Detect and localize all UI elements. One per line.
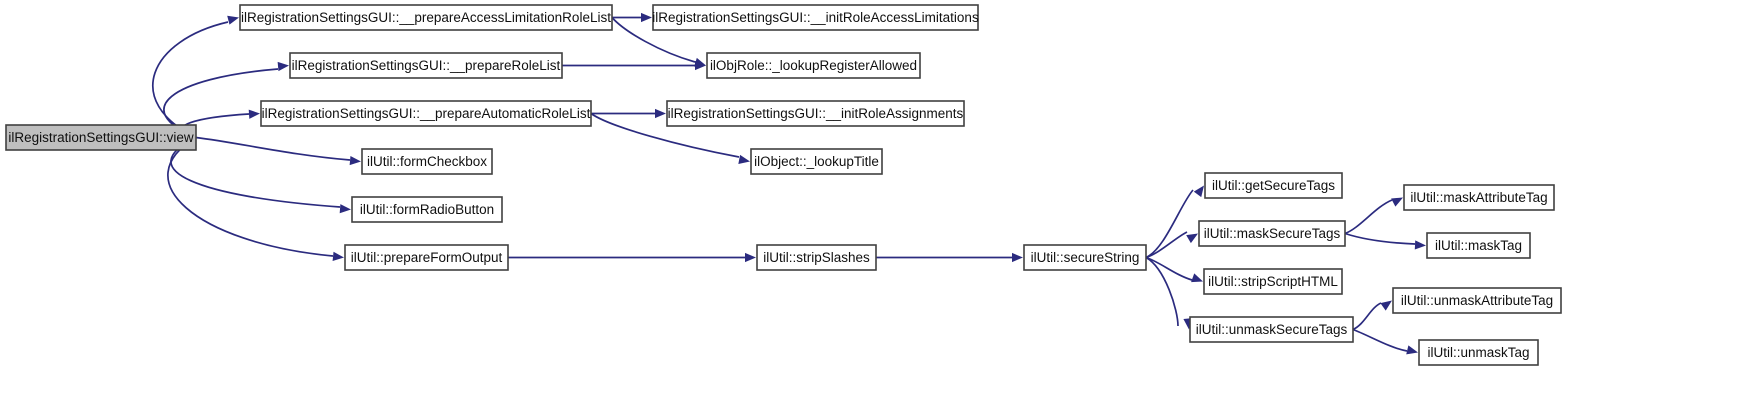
node-box[interactable]	[260, 100, 592, 127]
node-box[interactable]	[666, 100, 965, 127]
node-label: ilObjRole::_lookupRegisterAllowed	[710, 58, 917, 73]
call-edge	[1344, 197, 1403, 235]
node-box[interactable]	[1189, 316, 1354, 343]
graph-node-unmaskTag[interactable]: ilUtil::unmaskTag	[1418, 339, 1539, 366]
node-label: ilRegistrationSettingsGUI::__prepareAuto…	[262, 106, 591, 121]
node-label: ilUtil::formCheckbox	[367, 154, 487, 169]
graph-node-prepareRoleList[interactable]: ilRegistrationSettingsGUI::__prepareRole…	[289, 52, 563, 79]
edge-layer	[152, 12, 1426, 355]
graph-node-maskTag[interactable]: ilUtil::maskTag	[1426, 232, 1531, 259]
node-label: ilRegistrationSettingsGUI::__initRoleAcc…	[652, 10, 979, 25]
graph-node-maskSecureTags[interactable]: ilUtil::maskSecureTags	[1198, 220, 1346, 247]
call-edge	[170, 136, 351, 214]
node-label: ilUtil::maskTag	[1435, 238, 1522, 253]
node-box[interactable]	[1203, 268, 1343, 295]
graph-node-secureString[interactable]: ilUtil::secureString	[1023, 244, 1147, 271]
call-edge	[195, 136, 361, 166]
graph-node-formRadioButton[interactable]: ilUtil::formRadioButton	[351, 196, 503, 223]
call-edge	[1344, 232, 1426, 250]
graph-node-lookupRegisterAllowed[interactable]: ilObjRole::_lookupRegisterAllowed	[706, 52, 921, 79]
graph-node-unmaskAttributeTag[interactable]: ilUtil::unmaskAttributeTag	[1392, 287, 1562, 314]
graph-node-getSecureTags[interactable]: ilUtil::getSecureTags	[1204, 172, 1343, 199]
node-label: ilUtil::prepareFormOutput	[351, 250, 503, 265]
graph-node-prepareAutomaticRoleList[interactable]: ilRegistrationSettingsGUI::__prepareAuto…	[260, 100, 592, 127]
node-label: ilRegistrationSettingsGUI::__prepareAcce…	[241, 10, 611, 25]
call-edge	[591, 108, 666, 119]
call-edge	[1352, 300, 1392, 331]
graph-node-unmaskSecureTags[interactable]: ilUtil::unmaskSecureTags	[1189, 316, 1354, 343]
node-box[interactable]	[1198, 220, 1346, 247]
node-label: ilRegistrationSettingsGUI::__initRoleAss…	[668, 106, 964, 121]
graph-node-prepareFormOutput[interactable]: ilUtil::prepareFormOutput	[344, 244, 509, 271]
graph-node-view[interactable]: ilRegistrationSettingsGUI::view	[5, 124, 197, 151]
call-edge	[876, 252, 1023, 263]
node-box[interactable]	[1204, 172, 1343, 199]
node-box[interactable]	[351, 196, 503, 223]
node-box[interactable]	[652, 4, 979, 31]
node-label: ilUtil::unmaskAttributeTag	[1401, 293, 1553, 308]
node-box[interactable]	[289, 52, 563, 79]
graph-node-initRoleAssignments[interactable]: ilRegistrationSettingsGUI::__initRoleAss…	[666, 100, 965, 127]
node-box[interactable]	[756, 244, 877, 271]
call-edge	[562, 60, 706, 71]
graph-node-lookupTitle[interactable]: ilObject::_lookupTitle	[750, 148, 883, 175]
node-box[interactable]	[750, 148, 883, 175]
node-box[interactable]	[1392, 287, 1562, 314]
node-label: ilUtil::stripScriptHTML	[1208, 274, 1338, 289]
call-edge	[1145, 256, 1193, 330]
call-edge	[152, 15, 239, 139]
call-edge	[590, 112, 750, 164]
node-box[interactable]	[1023, 244, 1147, 271]
call-edge	[508, 252, 756, 263]
call-edge	[1145, 185, 1204, 259]
node-box[interactable]	[1418, 339, 1539, 366]
node-label: ilUtil::unmaskTag	[1427, 345, 1529, 360]
graph-node-initRoleAccessLimitations[interactable]: ilRegistrationSettingsGUI::__initRoleAcc…	[652, 4, 979, 31]
node-label: ilUtil::maskSecureTags	[1204, 226, 1341, 241]
node-label: ilObject::_lookupTitle	[754, 154, 879, 169]
node-label: ilUtil::secureString	[1031, 250, 1140, 265]
graph-node-stripSlashes[interactable]: ilUtil::stripSlashes	[756, 244, 877, 271]
node-box[interactable]	[5, 124, 197, 151]
graph-node-formCheckbox[interactable]: ilUtil::formCheckbox	[361, 148, 493, 175]
node-label: ilRegistrationSettingsGUI::view	[8, 130, 194, 145]
node-box[interactable]	[344, 244, 509, 271]
graph-node-maskAttributeTag[interactable]: ilUtil::maskAttributeTag	[1403, 184, 1555, 211]
node-box[interactable]	[239, 4, 613, 31]
graph-node-prepareAccessLimitationRoleList[interactable]: ilRegistrationSettingsGUI::__prepareAcce…	[239, 4, 613, 31]
node-box[interactable]	[1426, 232, 1531, 259]
node-layer: ilRegistrationSettingsGUI::view ilRegistr…	[5, 4, 1562, 366]
node-label: ilUtil::maskAttributeTag	[1410, 190, 1547, 205]
node-label: ilUtil::unmaskSecureTags	[1196, 322, 1348, 337]
node-box[interactable]	[706, 52, 921, 79]
node-box[interactable]	[1403, 184, 1555, 211]
call-edge	[1352, 328, 1418, 355]
node-label: ilUtil::formRadioButton	[360, 202, 494, 217]
node-label: ilRegistrationSettingsGUI::__prepareRole…	[292, 58, 561, 73]
call-edge	[1145, 231, 1198, 259]
node-label: ilUtil::getSecureTags	[1212, 178, 1335, 193]
node-label: ilUtil::stripSlashes	[763, 250, 870, 265]
call-edge	[167, 136, 344, 261]
node-box[interactable]	[361, 148, 493, 175]
call-edge	[1145, 256, 1203, 283]
call-edge	[612, 12, 652, 23]
graph-node-stripScriptHTML[interactable]: ilUtil::stripScriptHTML	[1203, 268, 1343, 295]
